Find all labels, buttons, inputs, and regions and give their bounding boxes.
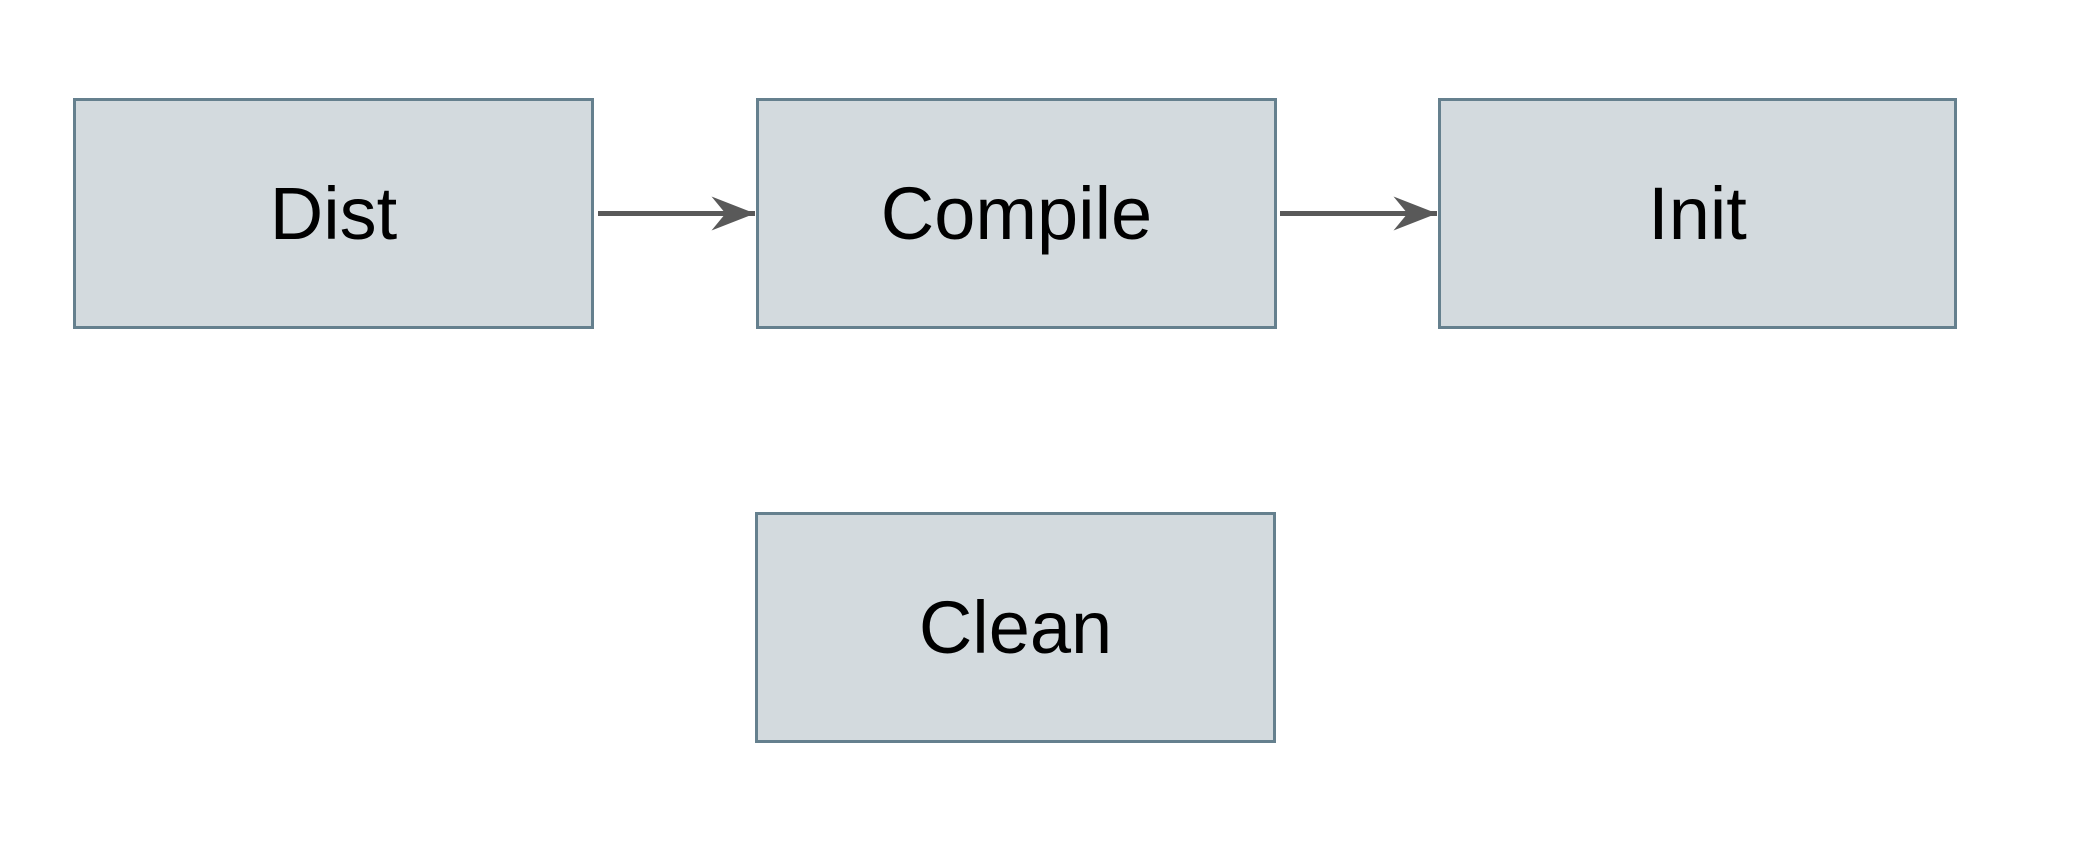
node-dist-label: Dist xyxy=(269,171,398,255)
node-clean: Clean xyxy=(755,512,1276,743)
node-compile: Compile xyxy=(756,98,1277,329)
node-init: Init xyxy=(1438,98,1957,329)
node-compile-label: Compile xyxy=(880,171,1153,255)
node-dist: Dist xyxy=(73,98,594,329)
node-clean-label: Clean xyxy=(918,585,1113,669)
node-init-label: Init xyxy=(1648,171,1747,255)
